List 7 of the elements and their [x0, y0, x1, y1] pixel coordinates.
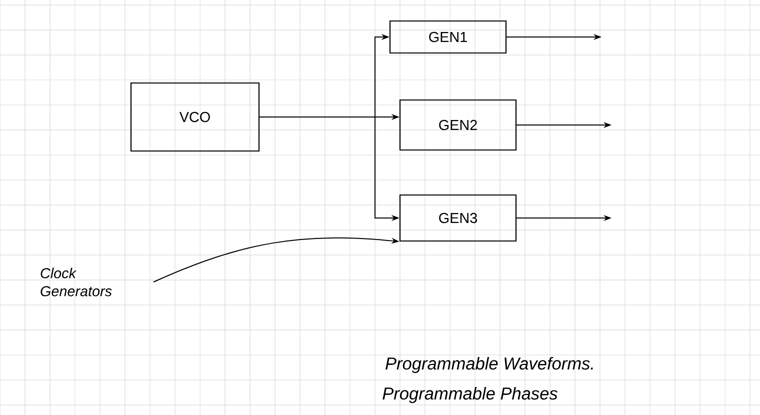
handwritten-note: Programmable Phases: [382, 386, 558, 404]
block-box: GEN2: [399, 99, 517, 151]
block-box: GEN1: [389, 20, 507, 54]
handwritten-note: Programmable Waveforms.: [386, 356, 593, 374]
block-box: GEN3: [399, 194, 517, 242]
block-box: VCO: [130, 82, 260, 152]
handwritten-label: Clock Generators: [40, 268, 112, 296]
